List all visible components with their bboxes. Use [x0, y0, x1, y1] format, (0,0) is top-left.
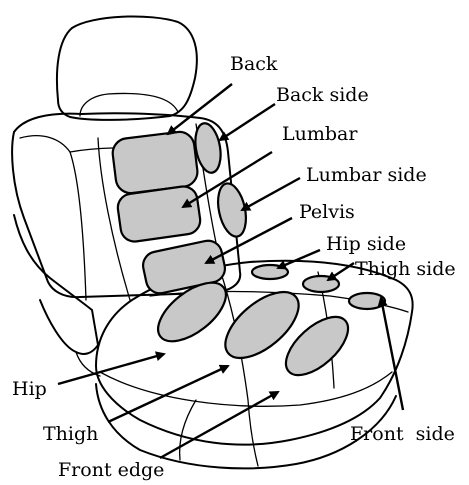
label-thigh-side: Thigh side	[355, 258, 456, 280]
label-lumbar: Lumbar	[282, 123, 358, 145]
arrow-front-edge	[160, 392, 278, 458]
arrow-lumbar-side	[242, 178, 300, 210]
arrow-thigh	[108, 366, 228, 422]
label-pelvis: Pelvis	[299, 201, 355, 223]
label-back: Back	[230, 53, 278, 75]
label-hip: Hip	[12, 378, 47, 400]
label-thigh: Thigh	[43, 423, 98, 445]
zone-thigh-side	[303, 276, 339, 292]
zone-lumbar-side	[214, 181, 251, 239]
arrow-hip-side	[278, 250, 320, 268]
zone-front-side	[349, 293, 385, 309]
headrest	[57, 16, 197, 119]
label-back-side: Back side	[276, 84, 369, 106]
zone-lumbar	[116, 185, 202, 244]
label-front-side: Front side	[350, 423, 455, 445]
arrow-back-side	[220, 104, 275, 140]
arrow-hip	[58, 354, 164, 384]
label-front-edge: Front edge	[58, 459, 164, 481]
zone-back	[111, 130, 199, 195]
label-hip-side: Hip side	[326, 233, 406, 255]
arrow-pelvis	[206, 218, 292, 263]
label-lumbar-side: Lumbar side	[306, 164, 427, 186]
